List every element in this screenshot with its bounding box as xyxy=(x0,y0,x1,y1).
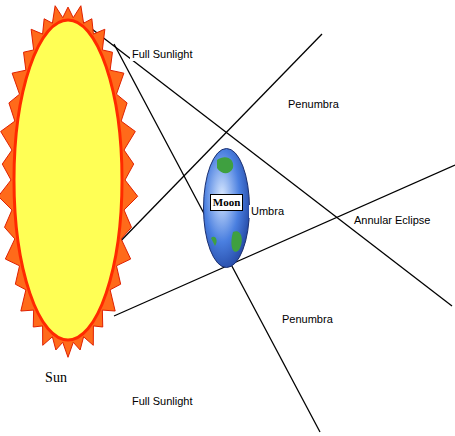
moon-body xyxy=(204,149,250,268)
ray-line xyxy=(114,165,455,316)
region-label: Annular Eclipse xyxy=(352,214,432,227)
region-label: Umbra xyxy=(249,205,286,218)
region-label: Full Sunlight xyxy=(130,48,195,61)
sun-label: Sun xyxy=(43,371,69,384)
moon-globe: Moon xyxy=(203,148,250,268)
moon-label: Moon xyxy=(210,194,244,211)
sun-shape: Sun xyxy=(11,17,125,343)
sun-outline xyxy=(11,17,125,343)
region-label: Penumbra xyxy=(286,98,341,111)
sun-corona xyxy=(0,6,138,358)
region-label: Penumbra xyxy=(280,313,335,326)
region-label: Full Sunlight xyxy=(130,395,195,408)
sun-disc xyxy=(14,20,122,340)
